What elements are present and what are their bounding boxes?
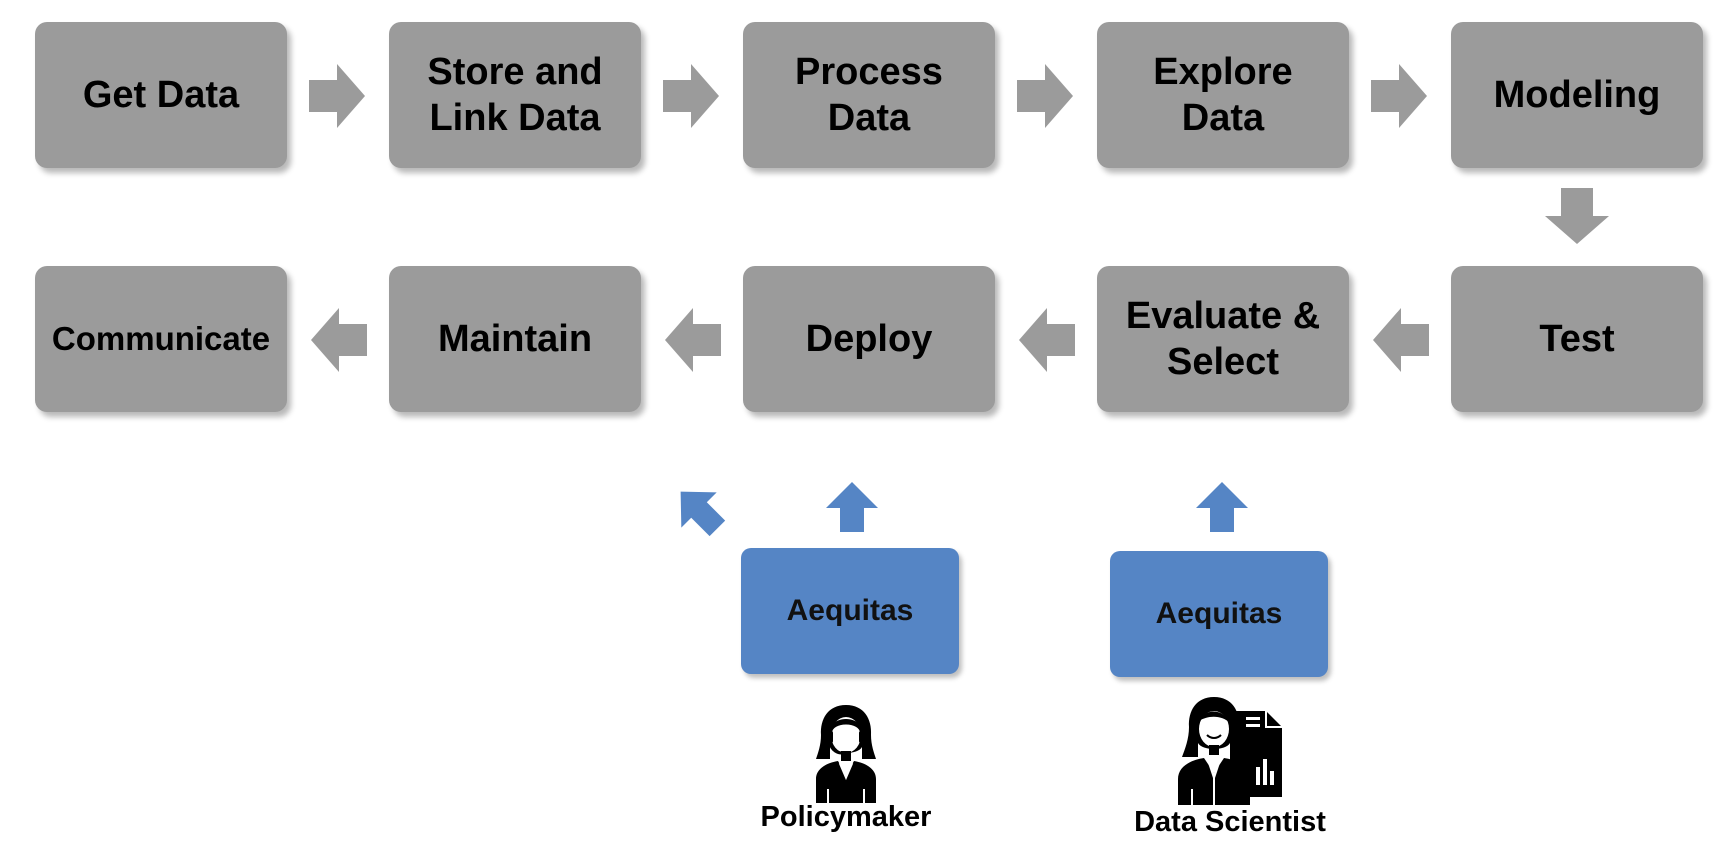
arrow-down-icon <box>1545 188 1609 244</box>
step-evaluate-and-select: Evaluate & Select <box>1097 266 1349 412</box>
step-process-data: Process Data <box>743 22 995 168</box>
step-label: Test <box>1539 318 1615 360</box>
policymaker-label: Policymaker <box>760 801 932 833</box>
step-label: Communicate <box>51 320 271 357</box>
step-store-and-link-data: Store and Link Data <box>389 22 641 168</box>
arrow-right-icon <box>309 64 365 128</box>
arrow-right-icon <box>1017 64 1073 128</box>
step-maintain: Maintain <box>389 266 641 412</box>
step-get-data: Get Data <box>35 22 287 168</box>
step-label: Deploy <box>805 318 933 360</box>
step-label: Store and Link Data <box>427 51 603 139</box>
step-communicate: Communicate <box>35 266 287 412</box>
arrow-right-icon <box>1371 64 1427 128</box>
step-label: Maintain <box>437 318 593 360</box>
arrow-up-left-icon <box>680 491 726 537</box>
step-deploy: Deploy <box>743 266 995 412</box>
step-modeling: Modeling <box>1451 22 1703 168</box>
step-explore-data: Explore Data <box>1097 22 1349 168</box>
tool-label: Aequitas <box>786 594 914 627</box>
arrow-right-icon <box>663 64 719 128</box>
step-label: Evaluate & Select <box>1125 295 1321 383</box>
step-label: Process Data <box>795 51 943 139</box>
arrow-left-icon <box>1019 308 1075 372</box>
data-scientist-label: Data Scientist <box>1134 806 1326 838</box>
arrow-left-icon <box>1373 308 1429 372</box>
step-test: Test <box>1451 266 1703 412</box>
arrow-up-icon <box>1196 482 1248 532</box>
step-label: Modeling <box>1493 74 1661 116</box>
tool-label: Aequitas <box>1155 597 1283 630</box>
aequitas-box-data-scientist: Aequitas <box>1110 551 1328 677</box>
policymaker-person-icon <box>816 705 876 803</box>
arrow-up-icon <box>826 482 878 532</box>
arrow-left-icon <box>665 308 721 372</box>
aequitas-box-policymaker: Aequitas <box>741 548 959 674</box>
arrow-left-icon <box>311 308 367 372</box>
step-label: Explore Data <box>1153 51 1293 139</box>
data-scientist-person-icon <box>1178 697 1282 805</box>
step-label: Get Data <box>82 74 240 116</box>
